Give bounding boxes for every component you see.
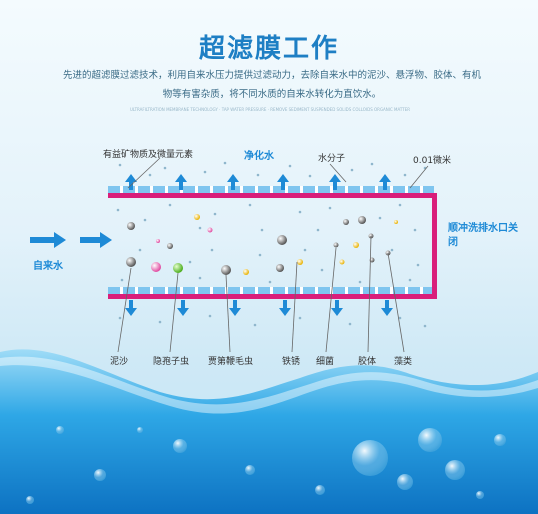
label-rust: 铁锈 — [282, 357, 301, 367]
impurity-particles — [126, 214, 398, 275]
label-sediment: 泥沙 — [110, 357, 129, 367]
pipe-top — [108, 193, 434, 198]
label-drain-closed: 顺冲洗排水口关闭 — [448, 223, 518, 248]
label-bacteria: 细菌 — [316, 357, 335, 367]
top-callouts — [127, 157, 429, 189]
description: 先进的超滤膜过滤技术，利用自来水压力提供过滤动力，去除自来水中的泥沙、悬浮物、胶… — [62, 70, 481, 100]
inflow-arrow-icon — [30, 232, 112, 248]
bubbles — [26, 426, 506, 504]
up-arrows — [125, 174, 391, 190]
label-algae: 藻类 — [394, 357, 413, 367]
label-colloid: 胶体 — [358, 357, 377, 367]
membrane-bottom — [108, 287, 434, 294]
label-cryptosporidium: 隐孢子虫 — [153, 357, 190, 367]
bottom-callouts — [117, 235, 405, 353]
water-dots — [116, 161, 427, 328]
pipe-end-closed — [432, 193, 437, 299]
label-giardia: 贾第鞭毛虫 — [208, 357, 254, 367]
page-title: 超滤膜工作 — [198, 34, 339, 64]
water-wave — [0, 349, 538, 514]
down-arrows — [125, 300, 393, 316]
pipe-bottom — [108, 294, 434, 299]
label-pure-water: 净化水 — [244, 151, 274, 162]
label-pore-size: 0.01微米 — [413, 156, 452, 166]
label-tap-water: 自来水 — [33, 261, 63, 272]
membrane-top — [108, 186, 434, 193]
label-water-molecule: 水分子 — [318, 154, 346, 164]
label-minerals: 有益矿物质及微量元素 — [103, 150, 194, 160]
english-caption-decoration: ULTRAFILTRATION MEMBRANE TECHNOLOGY · TA… — [129, 107, 411, 112]
